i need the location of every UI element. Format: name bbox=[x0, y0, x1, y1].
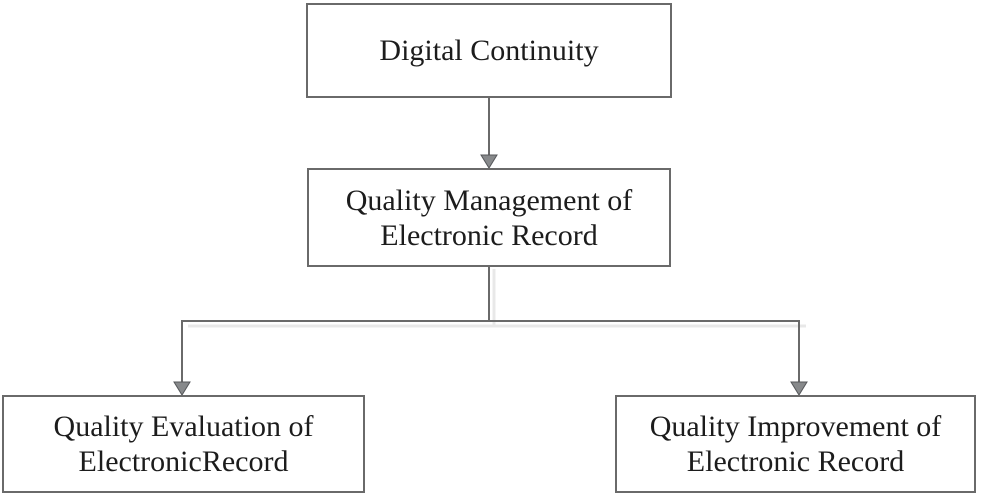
node-quality-evaluation: Quality Evaluation of ElectronicRecord bbox=[2, 395, 365, 493]
node-label-line-2: Electronic Record bbox=[686, 445, 905, 478]
arrowhead-middle-icon bbox=[480, 154, 498, 169]
node-label-line-2: ElectronicRecord bbox=[78, 445, 289, 478]
arrowhead-left-icon bbox=[173, 381, 191, 396]
node-digital-continuity: Digital Continuity bbox=[306, 3, 672, 98]
node-label-line-1: Quality Evaluation of bbox=[53, 410, 314, 443]
node-label: Digital Continuity bbox=[379, 34, 599, 67]
node-quality-improvement: Quality Improvement of Electronic Record bbox=[615, 395, 976, 493]
arrowhead-right-icon bbox=[790, 381, 808, 396]
node-quality-management: Quality Management of Electronic Record bbox=[307, 168, 671, 267]
node-label-line-1: Quality Management of bbox=[345, 183, 633, 217]
node-label-line-2: Electronic Record bbox=[380, 218, 598, 252]
node-label-line-1: Quality Improvement of bbox=[649, 410, 942, 443]
